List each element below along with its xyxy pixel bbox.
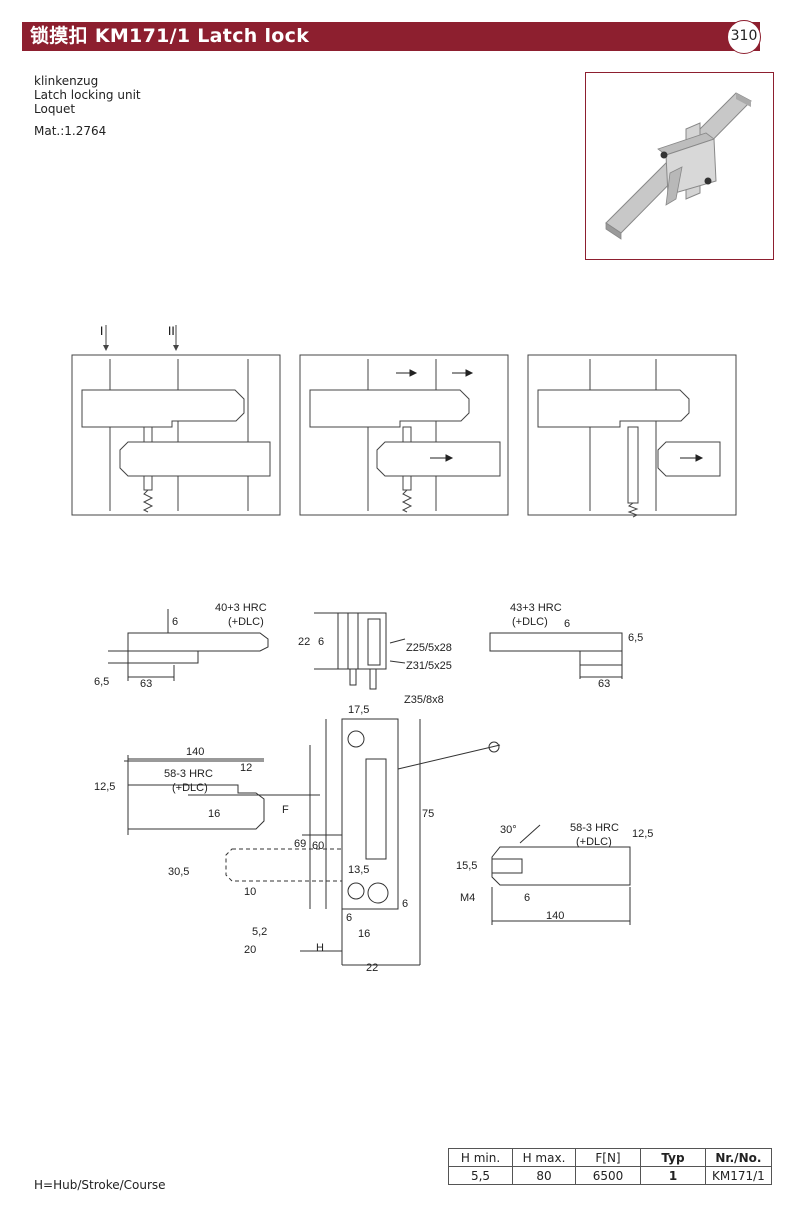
dim-right-140: 140 xyxy=(546,910,564,922)
col-h-max: H max. xyxy=(512,1148,576,1167)
product-render xyxy=(605,92,752,240)
dim-main-6a: 6 xyxy=(346,912,352,924)
dim-main-60: 60 xyxy=(312,840,324,852)
dim-main-305: 30,5 xyxy=(168,866,189,878)
dim-top-mid-z31: Z31/5x25 xyxy=(406,660,452,672)
dim-main-175: 17,5 xyxy=(348,704,369,716)
dim-top-left-6: 6 xyxy=(172,616,178,628)
cell-h-max: 80 xyxy=(512,1166,576,1185)
part-main-latch xyxy=(124,755,265,835)
sequence-panel-3 xyxy=(527,354,737,518)
col-typ: Typ xyxy=(640,1148,706,1167)
dim-top-right-65: 6,5 xyxy=(628,632,643,644)
subtitle-en: Latch locking unit xyxy=(34,88,141,102)
table-row: 5,5 80 6500 1 KM171/1 xyxy=(448,1166,772,1185)
dim-top-mid-z25: Z25/5x28 xyxy=(406,642,452,654)
footer-note: H=Hub/Stroke/Course xyxy=(34,1178,166,1192)
part-top-middle xyxy=(314,612,406,690)
page-number: 310 xyxy=(727,20,761,54)
dim-main-20: 20 xyxy=(244,944,256,956)
dim-main-135: 13,5 xyxy=(348,864,369,876)
dim-main-69: 69 xyxy=(294,838,306,850)
dim-main-z35: Z35/8x8 xyxy=(404,694,444,706)
dim-main-75: 75 xyxy=(422,808,434,820)
sequence-diagram: I II xyxy=(71,324,737,518)
subtitle-fr: Loquet xyxy=(34,102,76,116)
dim-top-right-6: 6 xyxy=(564,618,570,630)
dim-main-52: 5,2 xyxy=(252,926,267,938)
dim-main-hrc: 58-3 HRC xyxy=(164,768,213,780)
col-nr: Nr./No. xyxy=(705,1148,772,1167)
material: Mat.:1.2764 xyxy=(34,124,107,138)
dim-main-H: H xyxy=(316,942,324,954)
dim-main-F: F xyxy=(282,804,289,816)
product-photo xyxy=(585,72,774,260)
header-bar: 锁摸扣 KM171/1 Latch lock xyxy=(22,22,760,51)
dim-main-16: 16 xyxy=(208,808,220,820)
dim-top-mid-22: 22 xyxy=(298,636,310,648)
dim-top-right-63: 63 xyxy=(598,678,610,690)
technical-drawing: 40+3 HRC (+DLC) 6 6,5 63 22 6 Z25/5x28 Z… xyxy=(94,602,653,974)
sequence-panel-2 xyxy=(299,354,509,516)
dim-top-right-dlc: (+DLC) xyxy=(512,616,548,628)
col-force: F[N] xyxy=(575,1148,641,1167)
subtitle-de: klinkenzug xyxy=(34,74,99,88)
dim-main-22: 22 xyxy=(366,962,378,974)
dim-main-10: 10 xyxy=(244,886,256,898)
dim-main-140: 140 xyxy=(186,746,204,758)
part-right xyxy=(491,824,631,925)
cell-h-min: 5,5 xyxy=(448,1166,513,1185)
dim-right-6: 6 xyxy=(524,892,530,904)
marker-2: II xyxy=(168,324,175,338)
dim-top-mid-6: 6 xyxy=(318,636,324,648)
dim-main-12: 12 xyxy=(240,762,252,774)
dim-top-right-hrc: 43+3 HRC xyxy=(510,602,562,614)
dim-main-16b: 16 xyxy=(358,928,370,940)
spec-table: H min. H max. F[N] Typ Nr./No. 5,5 80 65… xyxy=(448,1148,772,1185)
dim-top-left-hrc: 40+3 HRC xyxy=(215,602,267,614)
dim-top-left-63: 63 xyxy=(140,678,152,690)
part-top-left xyxy=(108,609,269,681)
dim-right-155: 15,5 xyxy=(456,860,477,872)
dim-top-left-dlc: (+DLC) xyxy=(228,616,264,628)
part-top-right xyxy=(489,632,623,679)
cell-force: 6500 xyxy=(575,1166,641,1185)
page-title: 锁摸扣 KM171/1 Latch lock xyxy=(30,25,310,47)
marker-1: I xyxy=(100,324,103,338)
dim-main-125: 12,5 xyxy=(94,781,115,793)
datum-symbol xyxy=(488,741,500,753)
dim-right-dlc: (+DLC) xyxy=(576,836,612,848)
part-housing xyxy=(225,718,421,965)
dim-top-left-65: 6,5 xyxy=(94,676,109,688)
dim-right-M4: M4 xyxy=(460,892,475,904)
dim-main-dlc: (+DLC) xyxy=(172,782,208,794)
cell-nr: KM171/1 xyxy=(705,1166,772,1185)
col-h-min: H min. xyxy=(448,1148,513,1167)
dim-right-hrc: 58-3 HRC xyxy=(570,822,619,834)
dim-right-30: 30° xyxy=(500,824,517,836)
dim-main-6b: 6 xyxy=(402,898,408,910)
sequence-panel-1 xyxy=(71,354,281,516)
dim-right-125: 12,5 xyxy=(632,828,653,840)
cell-typ: 1 xyxy=(640,1166,706,1185)
